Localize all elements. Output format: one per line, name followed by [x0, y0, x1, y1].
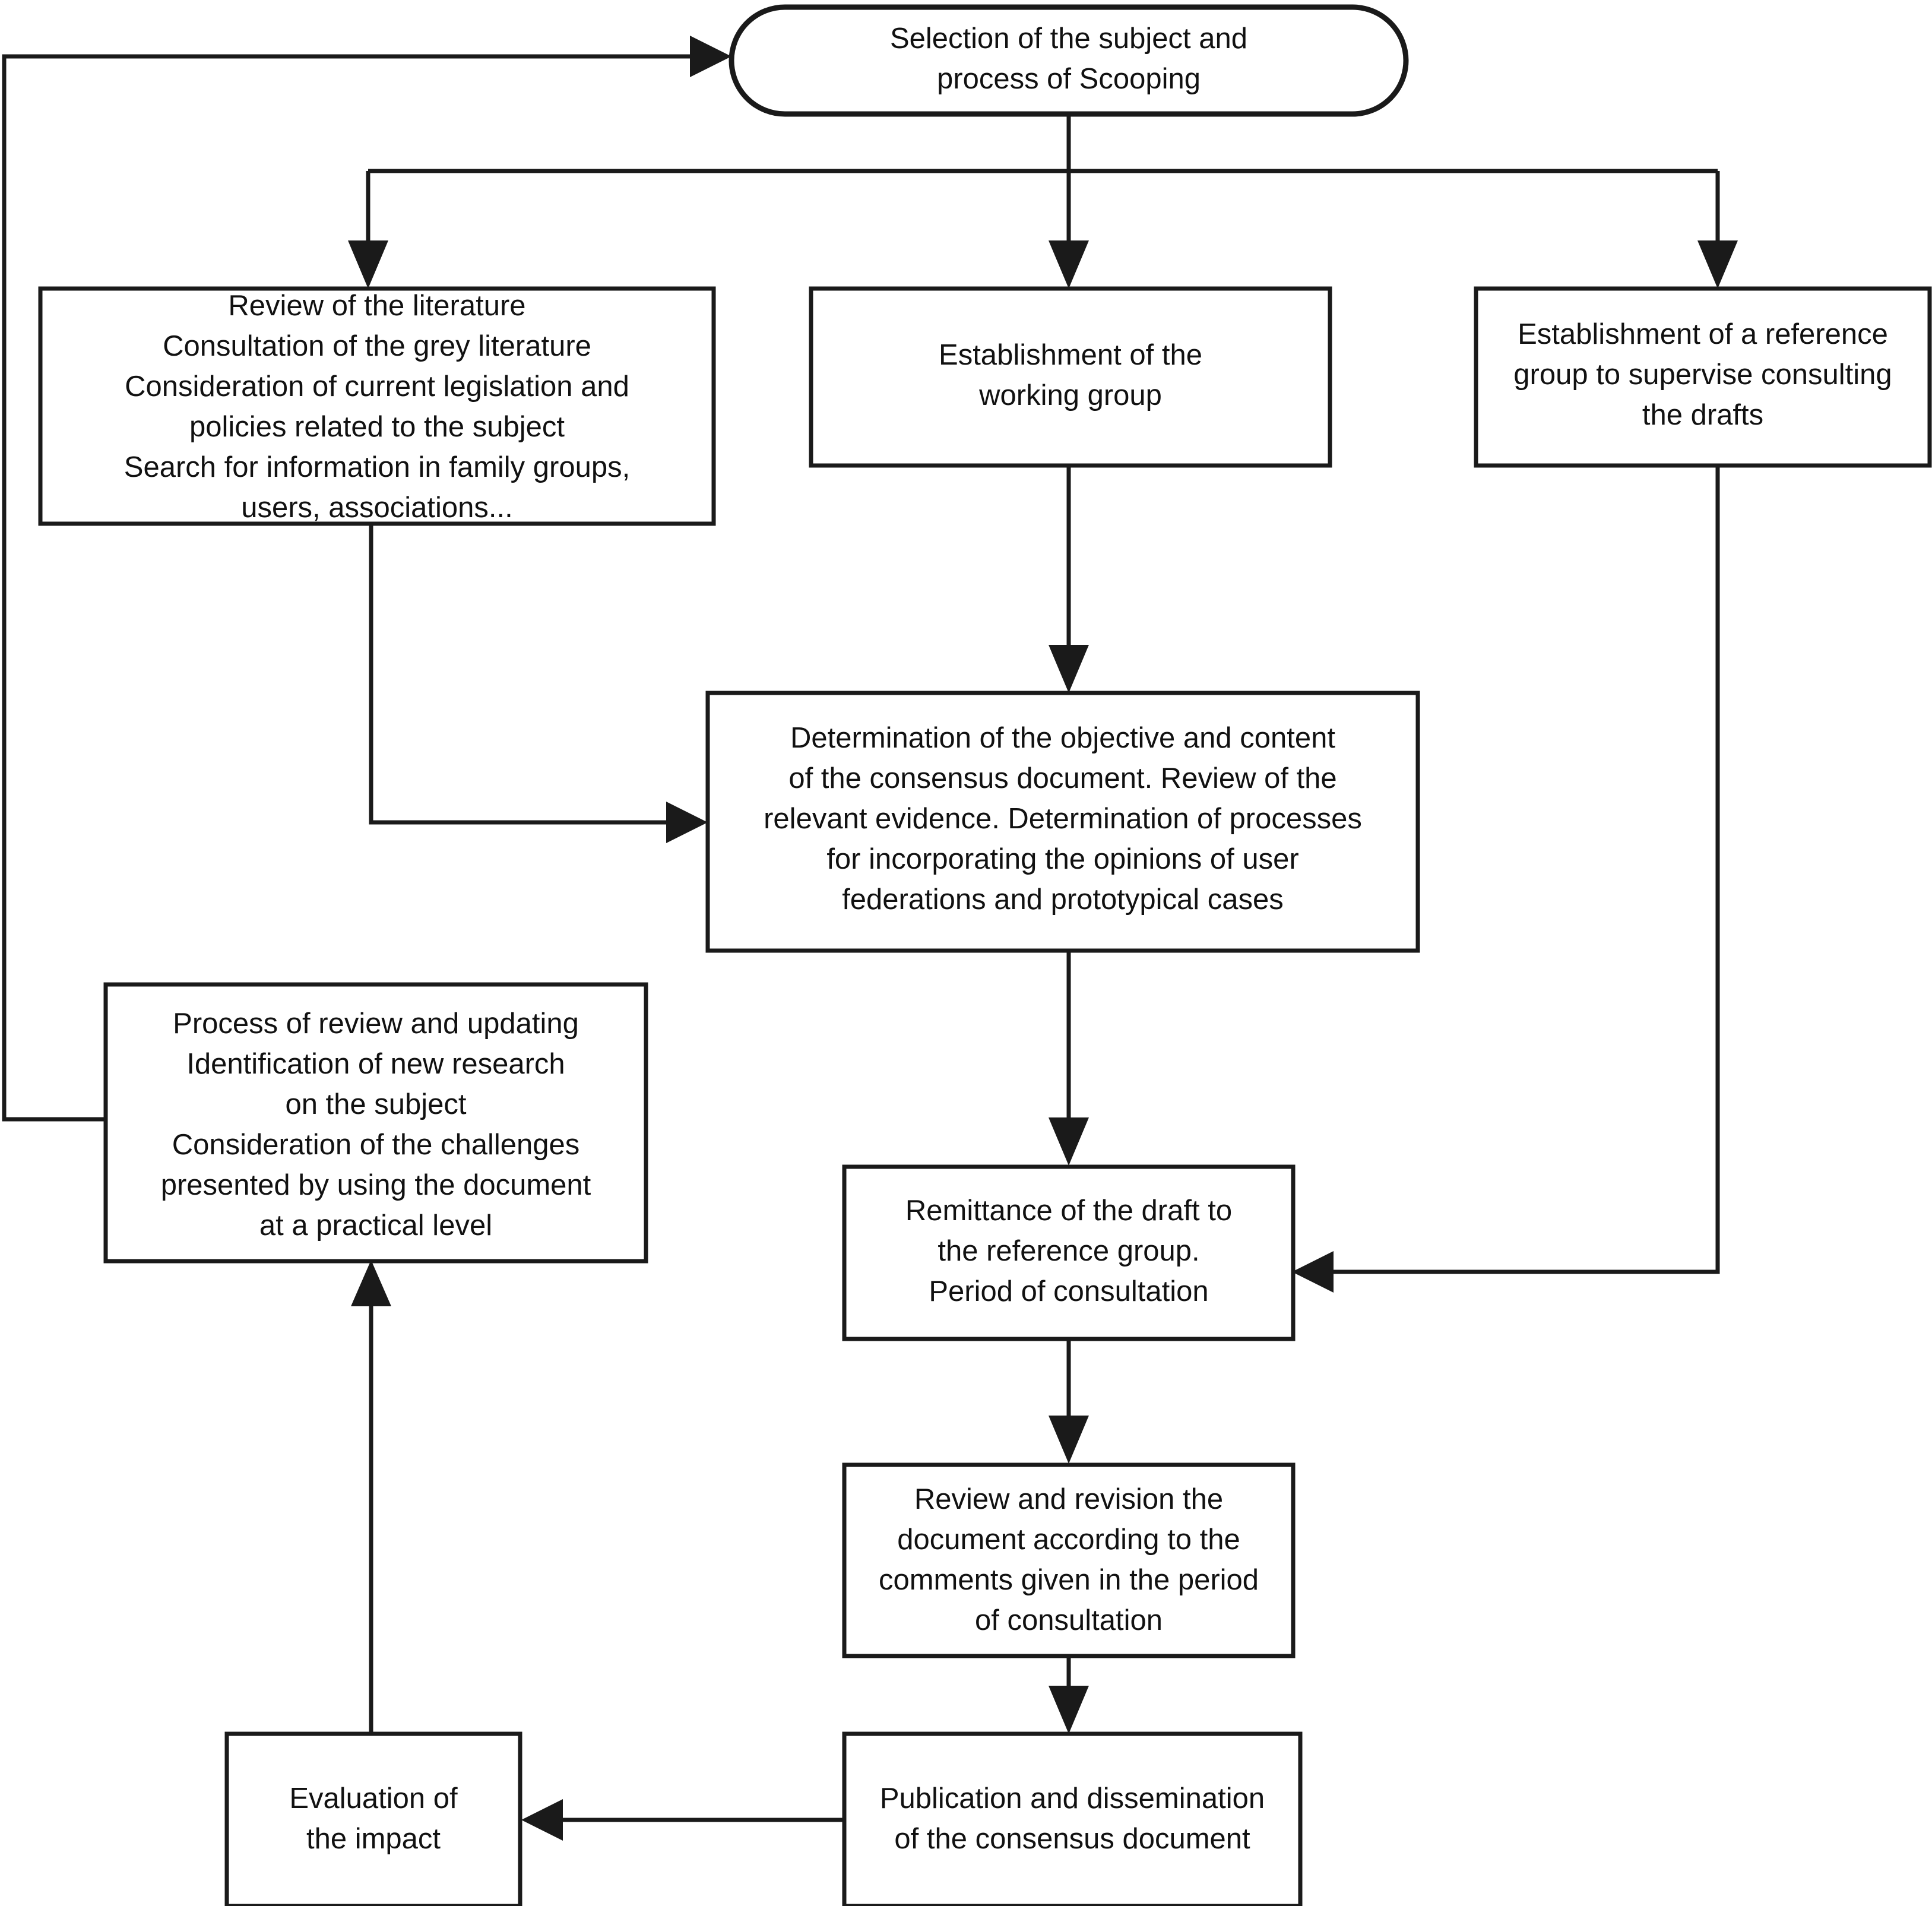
node-publication-shape[interactable]: [842, 1731, 1303, 1906]
node-review-literature[interactable]: Review of the literature Consultation of…: [38, 286, 716, 526]
edge-selection-fanout: [368, 114, 1718, 173]
node-reference-group-line-1: group to supervise consulting: [1513, 359, 1892, 391]
node-publication-line-0: Publication and dissemination: [880, 1782, 1265, 1815]
node-selection[interactable]: Selection of the subject and process of …: [729, 4, 1409, 117]
node-working-group[interactable]: Establishment of the working group: [809, 286, 1332, 468]
node-remittance[interactable]: Remittance of the draft to the reference…: [842, 1164, 1296, 1341]
edge-selection-to-working-group: [1049, 171, 1089, 289]
node-working-group-line-0: Establishment of the: [939, 339, 1202, 371]
node-selection-line-1: process of Scooping: [937, 63, 1201, 95]
node-revision-line-0: Review and revision the: [914, 1483, 1223, 1515]
node-review-literature-line-4: Search for information in family groups,: [124, 451, 630, 483]
node-evaluation-line-0: Evaluation of: [289, 1782, 458, 1815]
node-process-review-line-1: Identification of new research: [186, 1048, 565, 1080]
node-review-literature-line-0: Review of the literature: [228, 290, 525, 322]
node-evaluation-line-1: the impact: [306, 1823, 441, 1855]
node-determination-line-2: relevant evidence. Determination of proc…: [764, 803, 1362, 835]
edge-selection-to-literature: [348, 171, 388, 289]
node-reference-group[interactable]: Establishment of a reference group to su…: [1474, 286, 1932, 468]
node-review-literature-shape[interactable]: [38, 286, 716, 526]
node-process-review-line-5: at a practical level: [259, 1210, 492, 1242]
node-process-review-line-0: Process of review and updating: [173, 1008, 579, 1040]
node-process-review-line-4: presented by using the document: [161, 1169, 591, 1201]
node-review-literature-line-5: users, associations...: [241, 492, 513, 524]
node-revision[interactable]: Review and revision the document accordi…: [842, 1462, 1296, 1658]
node-revision-line-3: of consultation: [975, 1604, 1163, 1636]
node-publication[interactable]: Publication and dissemination of the con…: [842, 1731, 1303, 1906]
node-publication-line-1: of the consensus document: [894, 1823, 1250, 1855]
node-reference-group-shape[interactable]: [1474, 286, 1932, 468]
edge-evaluation-to-process-review: [351, 1260, 391, 1733]
node-remittance-line-2: Period of consultation: [929, 1275, 1208, 1307]
edge-remittance-to-revision: [1049, 1339, 1089, 1464]
edge-literature-to-determination: [369, 523, 708, 843]
edge-publication-to-evaluation: [521, 1799, 843, 1841]
node-determination-line-4: federations and prototypical cases: [842, 884, 1284, 916]
node-review-literature-line-3: policies related to the subject: [189, 411, 565, 443]
node-process-review-shape[interactable]: [103, 982, 648, 1264]
node-selection-shape[interactable]: [729, 4, 1409, 117]
node-reference-group-line-0: Establishment of a reference: [1518, 318, 1888, 350]
node-working-group-line-1: working group: [978, 379, 1162, 411]
node-remittance-line-1: the reference group.: [938, 1235, 1199, 1267]
node-review-literature-line-2: Consideration of current legislation and: [125, 371, 629, 403]
node-process-review-line-3: Consideration of the challenges: [172, 1129, 579, 1161]
node-remittance-line-0: Remittance of the draft to: [905, 1195, 1232, 1227]
node-determination[interactable]: Determination of the objective and conte…: [705, 691, 1420, 953]
edge-reference-group-to-remittance: [1292, 466, 1720, 1293]
node-selection-line-0: Selection of the subject and: [890, 23, 1247, 55]
node-evaluation-shape[interactable]: [224, 1731, 522, 1906]
node-remittance-shape[interactable]: [842, 1164, 1296, 1341]
edge-determination-to-remittance: [1049, 950, 1089, 1166]
node-review-literature-line-1: Consultation of the grey literature: [163, 330, 591, 362]
node-revision-line-1: document according to the: [897, 1524, 1240, 1556]
edge-working-group-to-determination: [1049, 466, 1089, 693]
edge-process-review-to-selection: [2, 36, 731, 1122]
edge-revision-to-publication: [1049, 1657, 1089, 1734]
node-working-group-shape[interactable]: [809, 286, 1332, 468]
node-determination-shape[interactable]: [705, 691, 1420, 953]
edge-selection-to-reference-group: [1697, 171, 1738, 289]
node-determination-line-0: Determination of the objective and conte…: [790, 722, 1335, 754]
node-determination-line-3: for incorporating the opinions of user: [826, 843, 1298, 875]
node-revision-line-2: comments given in the period: [879, 1564, 1259, 1596]
node-process-review[interactable]: Process of review and updating Identific…: [103, 982, 648, 1264]
node-evaluation[interactable]: Evaluation of the impact: [224, 1731, 522, 1906]
node-reference-group-line-2: the drafts: [1642, 399, 1763, 431]
node-process-review-line-2: on the subject: [285, 1088, 466, 1120]
node-determination-line-1: of the consensus document. Review of the: [788, 762, 1336, 794]
node-revision-shape[interactable]: [842, 1462, 1296, 1658]
